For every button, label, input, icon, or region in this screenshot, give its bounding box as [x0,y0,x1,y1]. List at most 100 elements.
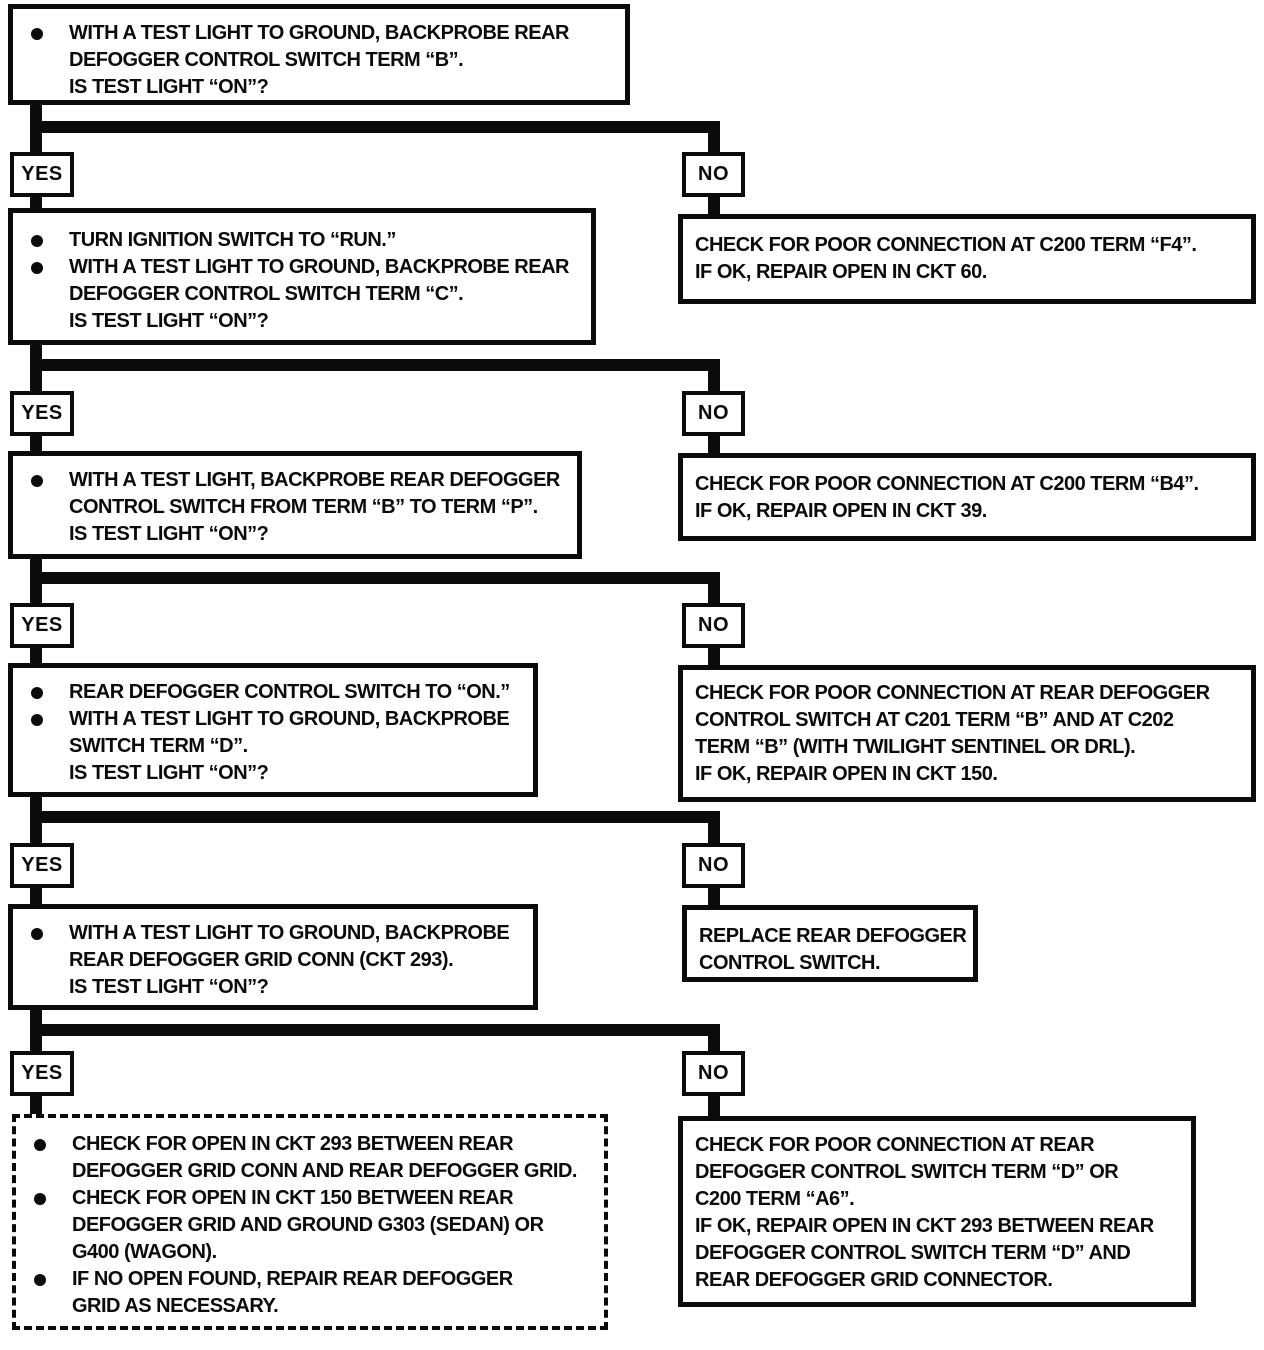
no-label: NO [698,1062,729,1084]
connector-yes-drop-5 [30,1034,42,1054]
text-line: IF OK, REPAIR OPEN IN CKT 60. [695,261,987,283]
bullet-icon [31,28,43,40]
connector-bar-4 [30,811,720,823]
no-label: NO [698,402,729,424]
connector-yes-drop-1 [30,131,42,153]
result-box-4: REPLACE REAR DEFOGGER CONTROL SWITCH. [682,905,978,982]
no-tag-3: NO [682,603,745,648]
text-line: GRID AS NECESSARY. [72,1295,279,1317]
connector-yes-out-3 [30,648,42,664]
text-line: REAR DEFOGGER CONTROL SWITCH TO “ON.” [69,681,510,703]
text-line: IF OK, REPAIR OPEN IN CKT 293 BETWEEN RE… [695,1215,1154,1237]
text-line: IS TEST LIGHT “ON”? [69,976,269,998]
no-tag-5: NO [682,1051,745,1096]
yes-tag-3: YES [10,603,74,648]
text-line: REPLACE REAR DEFOGGER [699,925,967,947]
bullet-item: WITH A TEST LIGHT TO GROUND, BACKPROBE R… [31,920,525,1001]
text-line: CONTROL SWITCH AT C201 TERM “B” AND AT C… [695,709,1174,731]
step3-question-box: WITH A TEST LIGHT, BACKPROBE REAR DEFOGG… [8,451,582,559]
text-line: WITH A TEST LIGHT TO GROUND, BACKPROBE [69,922,510,944]
connector-no-drop-4 [708,821,720,845]
bullet-item: WITH A TEST LIGHT TO GROUND, BACKPROBE S… [31,706,525,787]
text-line: CONTROL SWITCH FROM TERM “B” TO TERM “P”… [69,496,538,518]
text-line: TERM “B” (WITH TWILIGHT SENTINEL OR DRL)… [695,736,1136,758]
bullet-item: CHECK FOR OPEN IN CKT 293 BETWEEN REAR D… [34,1131,596,1185]
step5-question-box: WITH A TEST LIGHT TO GROUND, BACKPROBE R… [8,904,538,1010]
bullet-icon [31,235,43,247]
text-line: CHECK FOR POOR CONNECTION AT REAR [695,1134,1095,1156]
bullet-item: TURN IGNITION SWITCH TO “RUN.” [31,227,583,254]
bullet-icon [31,687,43,699]
yes-label: YES [21,1062,63,1084]
yes-tag-1: YES [10,152,74,197]
text-line: IF NO OPEN FOUND, REPAIR REAR DEFOGGER [72,1268,513,1290]
bullet-item: IF NO OPEN FOUND, REPAIR REAR DEFOGGER G… [34,1266,596,1320]
text-line: WITH A TEST LIGHT TO GROUND, BACKPROBE R… [69,256,569,278]
no-tag-4: NO [682,843,745,888]
connector-no-out-1 [708,195,720,215]
step1-question-box: WITH A TEST LIGHT TO GROUND, BACKPROBE R… [8,4,630,105]
connector-yes-out-5 [30,1096,42,1116]
connector-no-out-4 [708,888,720,907]
text-line: REAR DEFOGGER GRID CONNECTOR. [695,1269,1053,1291]
text-line: DEFOGGER CONTROL SWITCH TERM “D” AND [695,1242,1131,1264]
bullet-icon [34,1193,46,1205]
text-line: G400 (WAGON). [72,1241,217,1263]
final-action-box: CHECK FOR OPEN IN CKT 293 BETWEEN REAR D… [12,1114,608,1330]
connector-bar-1 [30,121,720,133]
yes-label: YES [21,854,63,876]
connector-yes-drop-3 [30,582,42,605]
bullet-icon [31,475,43,487]
yes-tag-5: YES [10,1051,74,1096]
bullet-icon [31,262,43,274]
text-line: DEFOGGER GRID CONN AND REAR DEFOGGER GRI… [72,1160,577,1182]
bullet-item: CHECK FOR OPEN IN CKT 150 BETWEEN REAR D… [34,1185,596,1266]
bullet-icon [31,714,43,726]
bullet-item: WITH A TEST LIGHT TO GROUND, BACKPROBE R… [31,254,583,335]
text-line: CHECK FOR POOR CONNECTION AT C200 TERM “… [695,234,1197,256]
text-line: IF OK, REPAIR OPEN IN CKT 39. [695,500,987,522]
no-tag-1: NO [682,152,745,197]
connector-bar-3 [30,572,720,584]
connector-no-drop-1 [708,131,720,153]
result-box-2: CHECK FOR POOR CONNECTION AT C200 TERM “… [678,453,1256,541]
connector-yes-out-1 [30,195,42,211]
text-line: IS TEST LIGHT “ON”? [69,76,269,98]
no-label: NO [698,854,729,876]
text-line: SWITCH TERM “D”. [69,735,248,757]
step4-question-box: REAR DEFOGGER CONTROL SWITCH TO “ON.” WI… [8,663,538,797]
connector-bar-5 [30,1024,720,1036]
text-line: C200 TERM “A6”. [695,1188,855,1210]
bullet-item: WITH A TEST LIGHT, BACKPROBE REAR DEFOGG… [31,467,569,548]
text-line: CHECK FOR OPEN IN CKT 150 BETWEEN REAR [72,1187,514,1209]
text-line: IS TEST LIGHT “ON”? [69,310,269,332]
result-box-5: CHECK FOR POOR CONNECTION AT REAR DEFOGG… [678,1116,1196,1307]
text-line: CHECK FOR POOR CONNECTION AT C200 TERM “… [695,473,1199,495]
text-line: DEFOGGER GRID AND GROUND G303 (SEDAN) OR [72,1214,544,1236]
no-label: NO [698,614,729,636]
connector-no-out-2 [708,435,720,454]
text-line: REAR DEFOGGER GRID CONN (CKT 293). [69,949,454,971]
connector-no-drop-2 [708,369,720,392]
connector-bar-2 [30,359,720,371]
no-label: NO [698,163,729,185]
bullet-item: REAR DEFOGGER CONTROL SWITCH TO “ON.” [31,679,525,706]
step2-question-box: TURN IGNITION SWITCH TO “RUN.” WITH A TE… [8,208,596,345]
connector-no-drop-5 [708,1034,720,1054]
text-line: IS TEST LIGHT “ON”? [69,523,269,545]
result-box-3: CHECK FOR POOR CONNECTION AT REAR DEFOGG… [678,665,1256,802]
text-line: IF OK, REPAIR OPEN IN CKT 150. [695,763,998,785]
text-line: DEFOGGER CONTROL SWITCH TERM “D” OR [695,1161,1119,1183]
yes-label: YES [21,614,63,636]
connector-yes-drop-2 [30,369,42,392]
text-line: CHECK FOR POOR CONNECTION AT REAR DEFOGG… [695,682,1210,704]
connector-yes-out-2 [30,435,42,452]
text-line: CONTROL SWITCH. [699,952,881,974]
text-line: DEFOGGER CONTROL SWITCH TERM “C”. [69,283,464,305]
text-line: WITH A TEST LIGHT TO GROUND, BACKPROBE R… [69,22,569,44]
connector-no-out-5 [708,1096,720,1118]
no-tag-2: NO [682,391,745,436]
text-line: TURN IGNITION SWITCH TO “RUN.” [69,229,396,251]
text-line: DEFOGGER CONTROL SWITCH TERM “B”. [69,49,464,71]
